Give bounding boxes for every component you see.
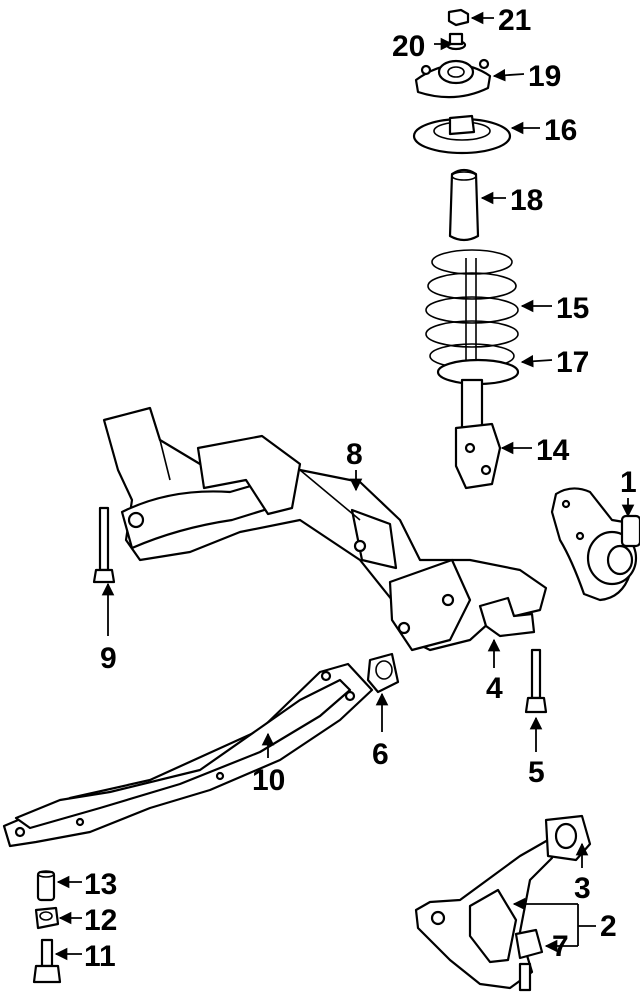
callout-20: 20 — [392, 30, 425, 63]
crossmember-bushing — [366, 652, 400, 694]
steering-knuckle — [550, 487, 640, 602]
strut-washer — [445, 32, 467, 51]
callout-7: 7 — [552, 930, 569, 963]
lower-control-arm — [414, 838, 554, 992]
bump-stop-boot — [448, 168, 480, 242]
strut-nut — [447, 8, 470, 27]
callout-9: 9 — [100, 642, 117, 675]
spring-upper-seat — [412, 114, 512, 155]
coil-spring — [425, 249, 519, 372]
callout-17: 17 — [556, 346, 589, 379]
callout-14: 14 — [536, 434, 570, 467]
callout-16: 16 — [544, 114, 577, 147]
callout-4: 4 — [486, 672, 503, 705]
callout-3: 3 — [574, 872, 591, 905]
callout-13: 13 — [84, 868, 117, 901]
strut-mount — [414, 58, 492, 99]
ball-joint-bushing — [514, 928, 544, 960]
callout-labels: 21 20 19 16 18 15 17 14 1 8 9 4 5 6 10 3… — [84, 4, 637, 973]
strut-assembly — [454, 378, 502, 490]
crossmember-bolt — [92, 506, 116, 584]
callout-21: 21 — [498, 4, 531, 37]
callout-2: 2 — [600, 910, 617, 943]
callout-19: 19 — [528, 60, 561, 93]
callout-10: 10 — [252, 764, 285, 797]
callout-15: 15 — [556, 292, 589, 325]
bracket-bolt — [524, 648, 548, 714]
control-arm-bushing — [544, 814, 592, 862]
callout-11: 11 — [84, 940, 116, 973]
leader-lines — [54, 11, 635, 961]
callout-18: 18 — [510, 184, 543, 217]
sleeve — [36, 870, 56, 902]
callout-1: 1 — [620, 466, 637, 499]
bolt — [32, 938, 62, 984]
callout-12: 12 — [84, 904, 117, 937]
front-crossmember — [102, 406, 548, 652]
transverse-support — [2, 662, 374, 848]
callout-5: 5 — [528, 756, 545, 789]
callout-8: 8 — [346, 438, 363, 471]
callout-6: 6 — [372, 738, 389, 771]
bracket — [478, 596, 536, 638]
nut — [34, 906, 60, 930]
